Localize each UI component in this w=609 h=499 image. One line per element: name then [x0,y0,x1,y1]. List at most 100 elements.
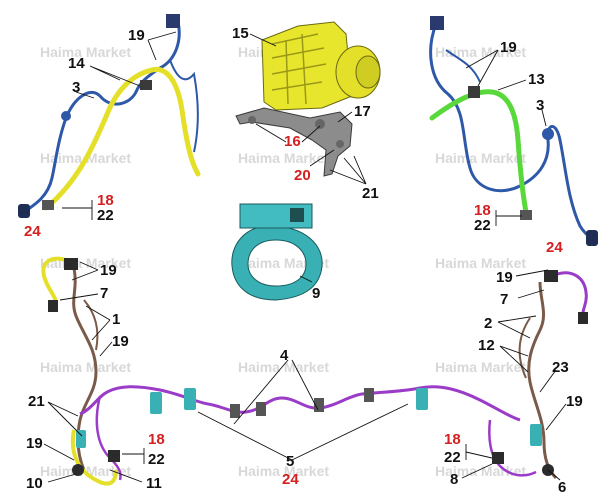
leader-line [499,345,529,373]
front-left-sensor-harness-tail [169,59,199,153]
abs-module-assembly [235,21,381,177]
watermark: Haima Market [435,255,526,271]
harness-clip [150,392,162,414]
steering-angle-sensor-connector [290,208,304,222]
front-left-sensor-assembly [18,14,201,218]
front-right-connector [430,16,444,30]
callout-18: 18 [444,431,461,448]
callout-24: 24 [546,239,563,256]
front-right-sensor-assembly [429,16,598,246]
leader-line [461,463,493,479]
watermark: Haima Market [435,44,526,60]
watermark: Haima Market [435,463,526,479]
leader-line [47,401,83,437]
callout-21: 21 [28,393,45,410]
front-left-brake-hose [43,67,201,211]
leader-line [255,123,321,143]
harness-connector [578,312,588,324]
harness-connector [492,452,504,464]
watermark: Haima Market [435,359,526,375]
abs-bracket-bolt [336,140,344,148]
harness-clip [76,430,86,448]
leader-line [465,49,499,87]
leader-line [89,65,141,87]
leader-line [109,469,143,483]
leader-line [147,31,177,61]
harness-connector [314,398,324,412]
front-right-sensor-head [586,230,598,246]
callout-24: 24 [282,471,299,488]
callout-16: 16 [284,133,301,150]
leader-line [545,403,567,431]
callout-11: 11 [146,475,162,492]
rear-left-yellow-bottom [70,429,118,486]
rear-right-brown-harness [527,281,558,480]
leader-line [122,448,145,464]
harness-connector [108,450,120,462]
leader-line [71,261,99,281]
leader-line [99,341,113,357]
leader-line [547,469,561,481]
front-left-bracket [140,80,152,90]
callout-19: 19 [500,39,517,56]
callout-7: 7 [500,291,508,308]
leader-line [541,109,547,127]
leader-line [329,155,367,185]
harness-clip [184,388,196,410]
callout-24: 24 [24,223,41,240]
callout-1: 1 [112,311,120,328]
front-right-bracket [468,86,480,98]
front-left-grommet [61,111,71,121]
callout-19: 19 [566,393,583,410]
abs-bracket-bolt [315,119,325,129]
leader-line [233,359,319,425]
leader-line [299,275,313,283]
leader-line [515,269,549,277]
leader-line [337,111,353,123]
callouts-bottom: 19 7 1 19 21 19 18 22 10 11 4 5 24 19 7 … [26,261,583,496]
leader-line [85,305,111,341]
callout-19: 19 [496,269,513,286]
callout-22: 22 [97,207,114,224]
callout-17: 17 [354,103,371,120]
leader-line [47,473,77,483]
callout-22: 22 [444,449,461,466]
callouts-top-center: 15 17 16 20 21 [232,25,379,202]
front-right-grommet [542,128,554,140]
leader-line [75,91,95,99]
front-left-clip [42,200,54,210]
leader-line [59,293,99,301]
leader-line [495,210,522,226]
abs-bracket-bolt [248,116,256,124]
callout-10: 10 [26,475,43,492]
front-left-sensor-head [18,204,30,218]
harness-connector [48,300,58,312]
watermark: Haima Market [238,359,329,375]
leader-line [249,33,277,47]
callout-7: 7 [100,285,108,302]
callout-8: 8 [450,471,458,488]
leader-line [43,443,75,461]
leader-line [517,289,545,299]
callouts-top-left: 19 14 3 18 22 24 [24,27,177,240]
front-right-clip [520,210,532,220]
harness-grommet [72,464,84,476]
front-left-connector [166,14,180,28]
leader-line [497,315,537,339]
rear-left-yellow-lead [41,256,76,310]
callout-4: 4 [280,347,289,364]
watermark: Haima Market [238,463,329,479]
rear-left-brown-harness-2 [83,299,99,351]
front-right-sensor-harness [429,23,596,242]
callout-12: 12 [478,337,495,354]
abs-modulator-detail [271,33,327,105]
front-right-brake-hose [429,89,529,215]
callout-3: 3 [536,97,544,114]
harness-connector [256,402,266,416]
callout-18: 18 [474,202,491,219]
callouts-center: 9 [299,275,320,302]
callout-18: 18 [148,431,165,448]
callout-21: 21 [362,185,379,202]
callout-19: 19 [26,435,43,452]
